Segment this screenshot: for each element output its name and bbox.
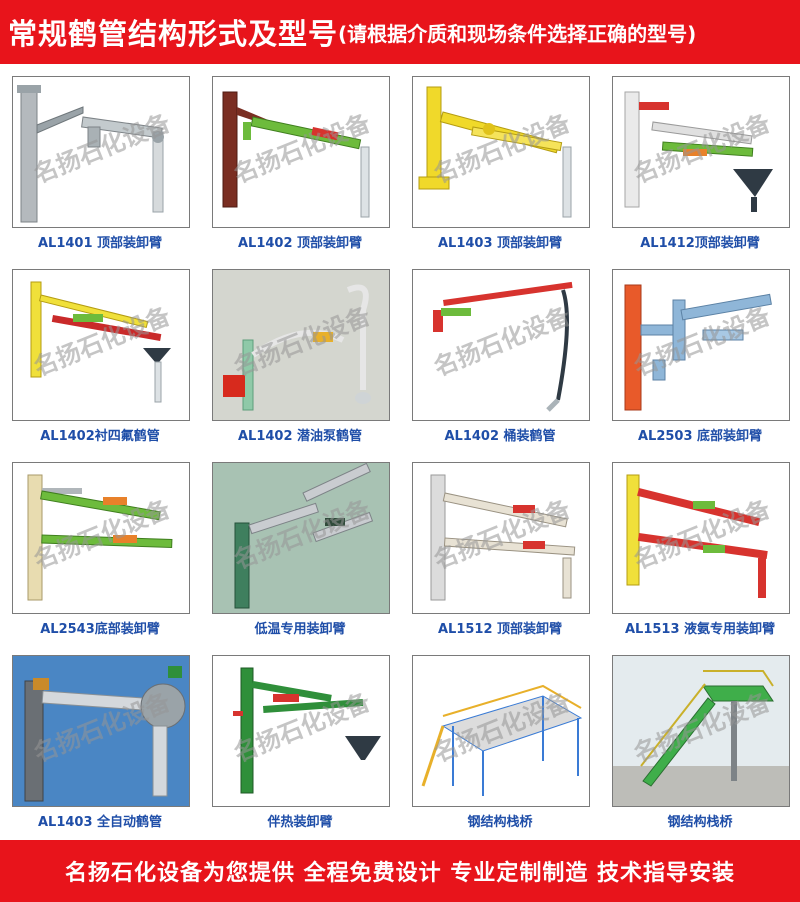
product-card[interactable]: 名扬石化设备 AL1412顶部装卸臂: [600, 72, 800, 265]
product-card[interactable]: 名扬石化设备 AL1402衬四氟鹤管: [0, 265, 200, 458]
product-caption: AL1412顶部装卸臂: [640, 236, 760, 251]
page-subtitle: (请根据介质和现场条件选择正确的型号): [338, 21, 697, 46]
product-card[interactable]: 名扬石化设备 AL1402 潜油泵鹤管: [200, 265, 400, 458]
product-image: 名扬石化设备: [412, 462, 590, 614]
header-banner: 常规鹤管结构形式及型号(请根据介质和现场条件选择正确的型号): [0, 0, 800, 64]
product-image: 名扬石化设备: [12, 76, 190, 228]
product-caption: 钢结构栈桥: [667, 815, 733, 830]
page-title: 常规鹤管结构形式及型号: [8, 17, 339, 51]
product-card[interactable]: 名扬石化设备 伴热装卸臂: [200, 651, 400, 844]
product-card[interactable]: 名扬石化设备 钢结构栈桥: [400, 651, 600, 844]
product-image: 名扬石化设备: [12, 269, 190, 421]
product-card[interactable]: 名扬石化设备 AL2543底部装卸臂: [0, 458, 200, 651]
product-grid: 名扬石化设备 AL1401 顶部装卸臂 名扬石化设备 AL1402 顶部装卸臂: [0, 72, 800, 830]
product-image: 名扬石化设备: [412, 655, 590, 807]
product-image: 名扬石化设备: [612, 462, 790, 614]
product-image: 名扬石化设备: [612, 269, 790, 421]
product-caption: AL1512 顶部装卸臂: [437, 622, 563, 637]
product-image: 名扬石化设备: [12, 462, 190, 614]
product-image: 名扬石化设备: [612, 655, 790, 807]
product-image: 名扬石化设备: [212, 462, 390, 614]
product-image: 名扬石化设备: [212, 76, 390, 228]
product-card[interactable]: 名扬石化设备 AL1513 液氨专用装卸臂: [600, 458, 800, 651]
product-caption: 伴热装卸臂: [267, 815, 333, 830]
product-caption: AL1401 顶部装卸臂: [37, 236, 163, 251]
product-caption: AL2543底部装卸臂: [40, 622, 160, 637]
product-card[interactable]: 名扬石化设备 AL1402 桶装鹤管: [400, 265, 600, 458]
product-card[interactable]: 名扬石化设备 AL1403 全自动鹤管: [0, 651, 200, 844]
product-caption: AL1403 全自动鹤管: [37, 815, 163, 830]
product-caption: AL1402衬四氟鹤管: [40, 429, 160, 444]
product-image: 名扬石化设备: [412, 76, 590, 228]
footer-banner: 名扬石化设备为您提供 全程免费设计 专业定制制造 技术指导安装: [0, 840, 800, 902]
product-card[interactable]: 名扬石化设备 低温专用装卸臂: [200, 458, 400, 651]
product-caption: AL2503 底部装卸臂: [637, 429, 763, 444]
product-image: 名扬石化设备: [12, 655, 190, 807]
product-card[interactable]: 名扬石化设备 AL1512 顶部装卸臂: [400, 458, 600, 651]
product-card[interactable]: 名扬石化设备 钢结构栈桥: [600, 651, 800, 844]
product-caption: AL1402 潜油泵鹤管: [237, 429, 363, 444]
product-image: 名扬石化设备: [212, 655, 390, 807]
product-image: 名扬石化设备: [612, 76, 790, 228]
product-caption: 钢结构栈桥: [467, 815, 533, 830]
footer-slogan: 名扬石化设备为您提供 全程免费设计 专业定制制造 技术指导安装: [65, 861, 735, 886]
product-caption: AL1402 顶部装卸臂: [237, 236, 363, 251]
product-card[interactable]: 名扬石化设备 AL1401 顶部装卸臂: [0, 72, 200, 265]
product-image: 名扬石化设备: [412, 269, 590, 421]
product-caption: 低温专用装卸臂: [254, 622, 346, 637]
product-card[interactable]: 名扬石化设备 AL2503 底部装卸臂: [600, 265, 800, 458]
product-caption: AL1402 桶装鹤管: [444, 429, 556, 444]
product-caption: AL1513 液氨专用装卸臂: [624, 622, 776, 637]
product-image: 名扬石化设备: [212, 269, 390, 421]
product-card[interactable]: 名扬石化设备 AL1402 顶部装卸臂: [200, 72, 400, 265]
product-caption: AL1403 顶部装卸臂: [437, 236, 563, 251]
product-card[interactable]: 名扬石化设备 AL1403 顶部装卸臂: [400, 72, 600, 265]
